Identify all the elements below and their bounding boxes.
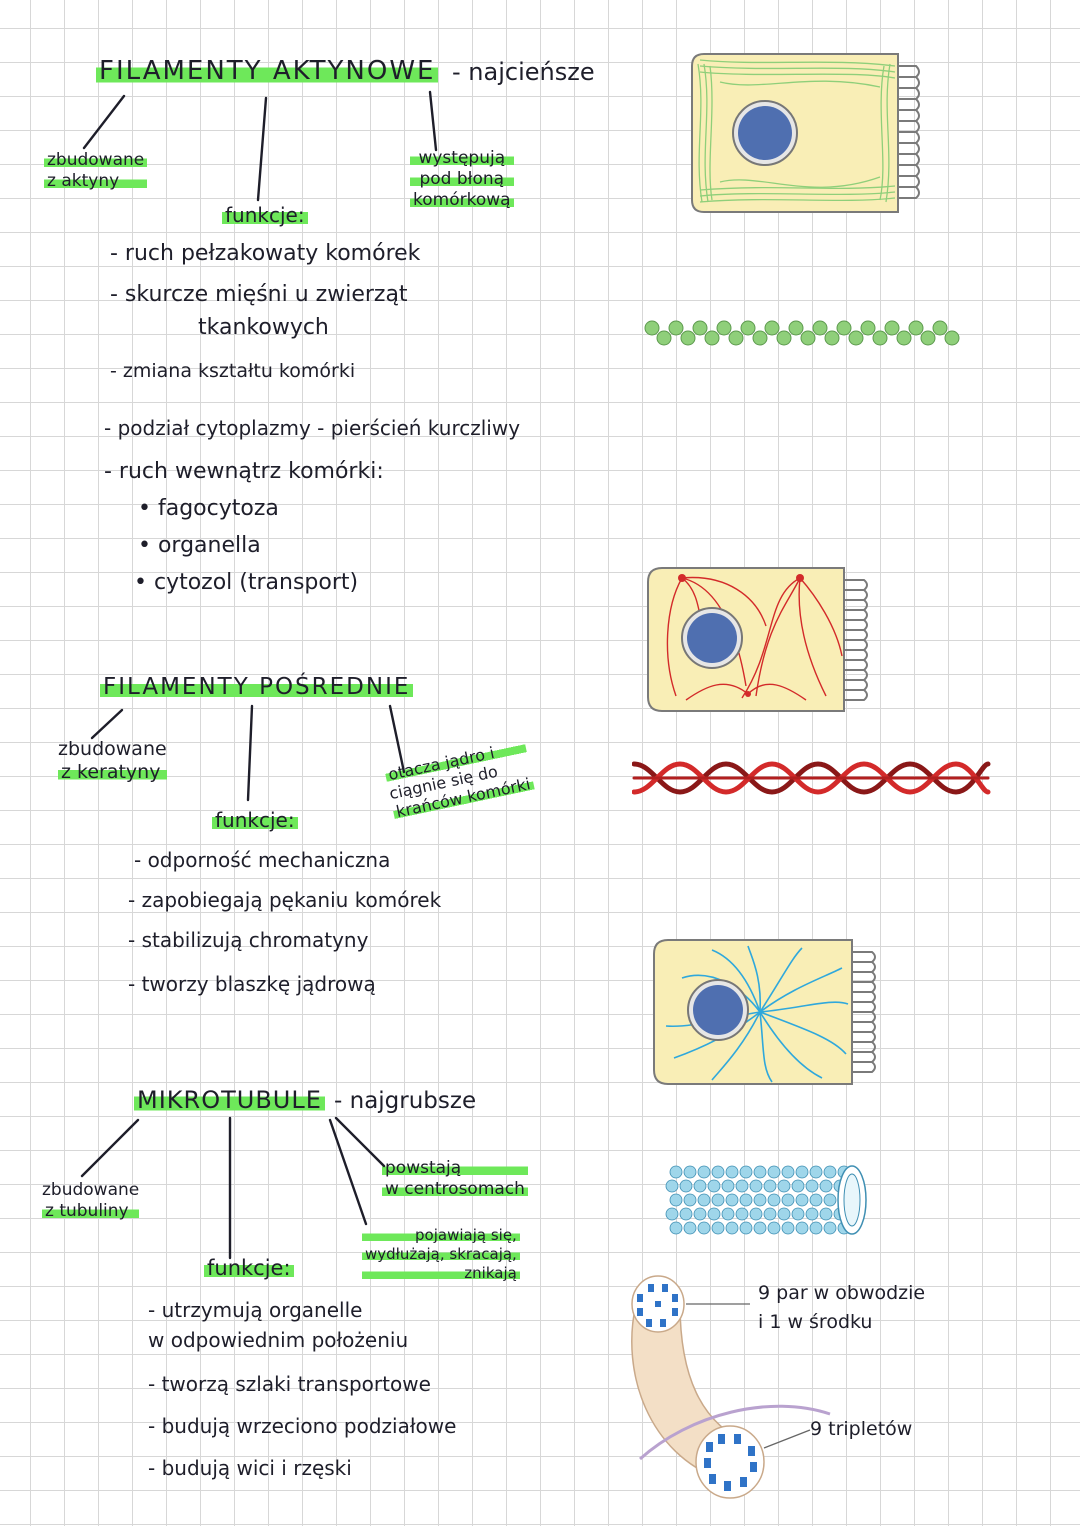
intermediate-function-item: - tworzy blaszkę jądrową — [128, 972, 376, 996]
microtubules-function-item: w odpowiednim położeniu — [148, 1328, 409, 1352]
actin-function-item: - zmiana kształtu komórki — [110, 360, 356, 382]
actin-cell-illustration — [691, 53, 920, 213]
intermediate-function-item: - odporność mechaniczna — [134, 848, 391, 872]
microtubules-dynamics-label: pojawiają się, wydłużają, skracają, znik… — [362, 1228, 520, 1281]
microtubules-subtitle: - najgrubsze — [334, 1088, 477, 1114]
microtubules-origin-label: powstają w centrosomach — [382, 1160, 528, 1198]
microtubules-function-item: - tworzą szlaki transportowe — [148, 1372, 431, 1396]
cilium-illustration — [631, 1275, 831, 1499]
actin-built-label: zbudowane z aktyny — [44, 152, 148, 190]
microtubule-tube-illustration — [665, 1165, 867, 1235]
actin-function-item: - skurcze mięśni u zwierząt — [110, 282, 408, 307]
cilium-label-pairs: 9 par w obwodzie i 1 w środku — [758, 1282, 926, 1333]
actin-function-item: - ruch pełzakowaty komórek — [110, 241, 421, 266]
intermediate-built-label: zbudowane z keratyny — [58, 738, 167, 783]
microtubule-cell-illustration — [653, 939, 876, 1085]
actin-filament-illustration — [644, 320, 960, 346]
actin-function-item: • cytozol (transport) — [134, 570, 359, 595]
intermediate-cell-illustration — [647, 567, 868, 712]
intermediate-title: FILAMENTY POŚREDNIE — [100, 674, 414, 700]
actin-function-item: • organella — [138, 533, 261, 558]
intermediate-filament-illustration — [632, 761, 991, 795]
actin-location-label: występują pod błoną komórkową — [410, 150, 514, 209]
actin-function-item: • fagocytoza — [138, 496, 279, 521]
microtubules-function-item: - budują wici i rzęski — [148, 1456, 352, 1480]
actin-function-item: tkankowych — [198, 315, 329, 340]
actin-function-item: - ruch wewnątrz komórki: — [104, 459, 384, 484]
intermediate-function-item: - stabilizują chromatyny — [128, 928, 369, 952]
intermediate-functions-label: funkcje: — [212, 808, 298, 832]
cilium-label-triplets: 9 tripletów — [810, 1418, 913, 1440]
microtubules-title: MIKROTUBULE — [134, 1086, 325, 1114]
actin-functions-label: funkcje: — [222, 203, 308, 227]
microtubules-functions-label: funkcje: — [204, 1256, 294, 1280]
microtubules-function-item: - utrzymują organelle — [148, 1298, 363, 1322]
actin-subtitle: - najcieńsze — [452, 58, 595, 86]
actin-function-item: - podział cytoplazmy - pierścień kurczli… — [104, 416, 521, 440]
actin-title: FILAMENTY AKTYNOWE — [96, 56, 439, 86]
microtubules-built-label: zbudowane z tubuliny — [42, 1180, 140, 1221]
microtubules-function-item: - budują wrzeciono podziałowe — [148, 1414, 457, 1438]
intermediate-function-item: - zapobiegają pękaniu komórek — [128, 888, 442, 912]
